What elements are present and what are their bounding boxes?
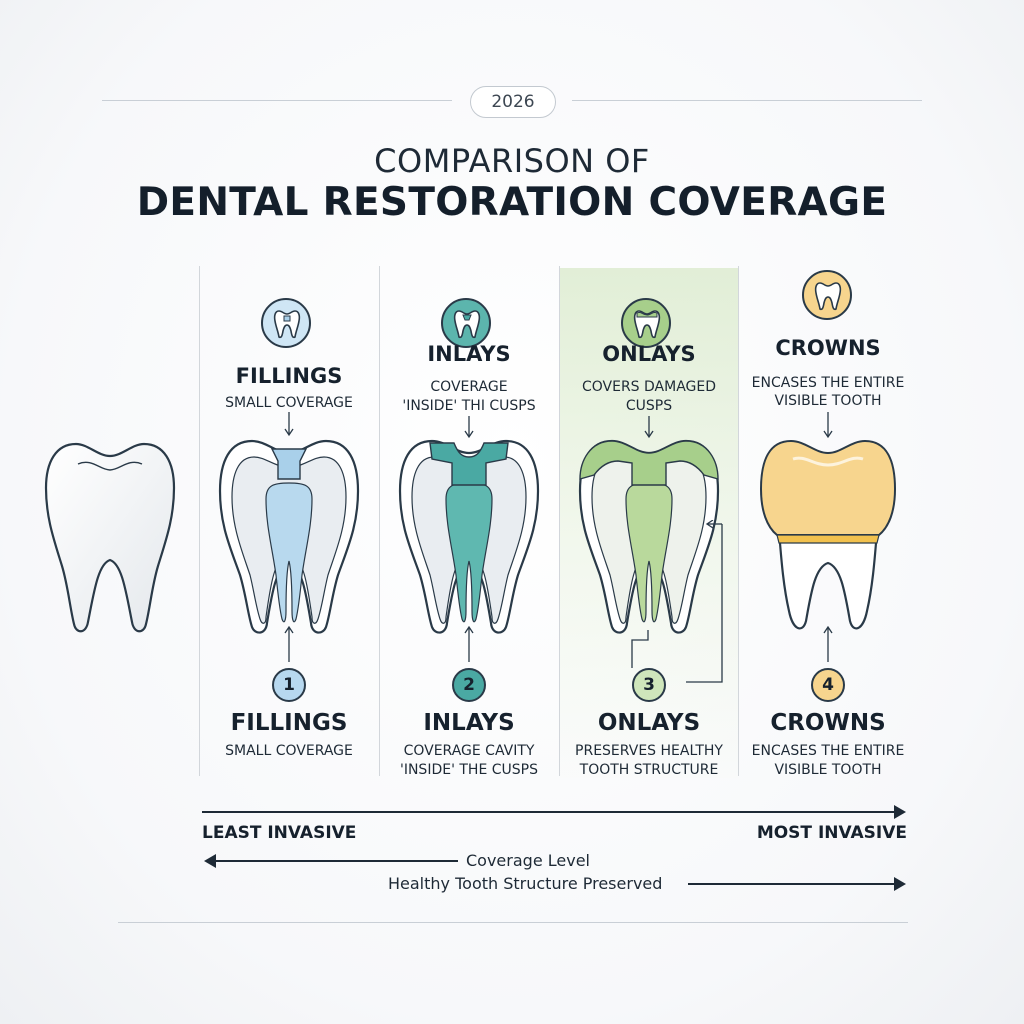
crowns-bottom-description-2: VISIBLE TOOTH: [774, 762, 882, 778]
inlays-top-label: INLAYS: [427, 342, 511, 366]
step-number-4: 4: [811, 668, 845, 702]
crowns-top-description-1: ENCASES THE ENTIRE: [751, 375, 905, 391]
inlays-top-description-2: 'INSIDE' THI CUSPS: [402, 398, 536, 414]
onlays-bottom-description-1: PRESERVES HEALTHY: [575, 743, 723, 759]
inlays-top-description-1: COVERAGE: [430, 379, 508, 395]
crowns-bottom-description-1: ENCASES THE ENTIRE: [751, 743, 905, 759]
least-invasive-label: LEAST INVASIVE: [202, 823, 357, 843]
healthy-structure-label: Healthy Tooth Structure Preserved: [388, 874, 663, 893]
inlays-bottom-description-2: 'INSIDE' THE CUSPS: [399, 762, 538, 778]
column-divider: [559, 266, 560, 776]
arrow-down-icon: [464, 416, 474, 439]
onlays-top-description-1: COVERS DAMAGED: [581, 379, 717, 395]
arrow-down-icon: [644, 416, 654, 439]
column-crowns: CROWNS ENCASES THE ENTIRE VISIBLE TOOTH …: [739, 270, 917, 780]
column-divider: [199, 266, 200, 776]
column-divider: [738, 266, 739, 776]
title-line-1: COMPARISON OF: [374, 142, 650, 180]
header-rule-right: [572, 100, 922, 101]
tooth-onlay-icon: [621, 298, 671, 348]
coverage-level-label: Coverage Level: [466, 851, 590, 870]
title-line-2: DENTAL RESTORATION COVERAGE: [136, 180, 888, 225]
column-fillings: FILLINGS SMALL COVERAGE 1 FILLINGS SMALL…: [200, 270, 378, 780]
fillings-bottom-description: SMALL COVERAGE: [225, 743, 353, 759]
year-badge: 2026: [470, 86, 556, 118]
column-inlays: INLAYS COVERAGE 'INSIDE' THI CUSPS 2 INL…: [380, 270, 558, 780]
arrow-up-icon: [823, 626, 833, 662]
fillings-top-label: FILLINGS: [235, 364, 343, 388]
inlays-bottom-description-1: COVERAGE CAVITY: [403, 743, 535, 759]
arrow-down-icon: [823, 412, 833, 439]
fillings-bottom-label: FILLINGS: [230, 710, 348, 736]
column-onlays: ONLAYS COVERS DAMAGED CUSPS 3 ONLAYS PRE…: [560, 270, 738, 780]
crowns-top-label: CROWNS: [775, 336, 881, 360]
healthy-tooth-illustration: [44, 442, 176, 633]
column-divider: [379, 266, 380, 776]
tooth-crown-icon: [802, 270, 852, 320]
step-number-3: 3: [632, 668, 666, 702]
onlays-bottom-description-2: TOOTH STRUCTURE: [579, 762, 719, 778]
onlays-top-label: ONLAYS: [602, 342, 696, 366]
tooth-filling-icon: [261, 298, 311, 348]
inlays-bottom-label: INLAYS: [423, 710, 515, 736]
crowns-top-description-2: VISIBLE TOOTH: [774, 393, 882, 409]
header-rule-left: [102, 100, 452, 101]
connector-arrow: [631, 520, 723, 683]
arrow-up-icon: [284, 626, 294, 662]
onlays-bottom-label: ONLAYS: [597, 710, 701, 736]
onlays-top-description-2: CUSPS: [625, 398, 673, 414]
arrow-up-icon: [464, 626, 474, 662]
crowns-bottom-label: CROWNS: [770, 710, 886, 736]
most-invasive-label: MOST INVASIVE: [756, 823, 907, 843]
arrow-down-icon: [284, 412, 294, 437]
inlay-tooth-diagram: [398, 439, 540, 634]
preserved-arrow: [688, 877, 906, 891]
step-number-1: 1: [272, 668, 306, 702]
fillings-top-description: SMALL COVERAGE: [225, 395, 353, 411]
crown-tooth-diagram: [759, 439, 897, 630]
footer-rule: [118, 922, 908, 923]
invasiveness-arrow: [202, 805, 906, 819]
tooth-inlay-icon: [441, 298, 491, 348]
filling-tooth-diagram: [218, 439, 360, 634]
onlay-tooth-diagram: [578, 439, 720, 634]
step-number-2: 2: [452, 668, 486, 702]
coverage-arrow: [204, 854, 458, 868]
